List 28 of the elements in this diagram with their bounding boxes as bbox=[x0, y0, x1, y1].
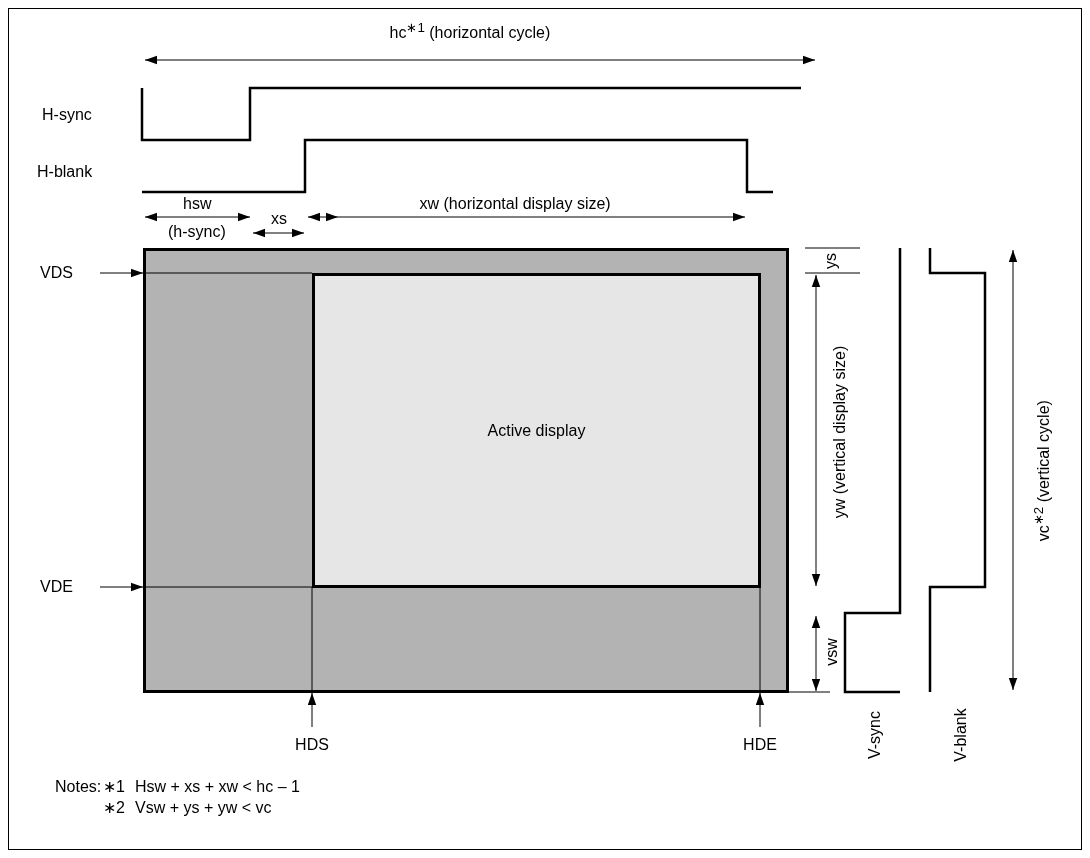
dimension-label: xs bbox=[271, 209, 287, 229]
dimension-label: ys bbox=[821, 253, 840, 269]
dimension-label: vsw bbox=[821, 638, 841, 666]
blanking-area bbox=[143, 248, 789, 693]
dimension-label: hsw bbox=[183, 194, 212, 214]
signal-name: H-sync bbox=[42, 105, 92, 125]
signal-name: V-sync bbox=[865, 711, 884, 759]
leader-arrow bbox=[307, 692, 317, 728]
signal-name: H-blank bbox=[37, 162, 93, 182]
notes-heading: Notes: bbox=[55, 777, 102, 797]
footnote-mark: ∗2 bbox=[103, 798, 125, 818]
dimension-label: (h-sync) bbox=[168, 222, 226, 242]
area-label: Active display bbox=[487, 421, 586, 440]
note-text: Vsw + ys + yw < vc bbox=[135, 798, 272, 818]
note-text: Hsw + xs + xw < hc – 1 bbox=[135, 777, 300, 797]
dimension-label: xw (horizontal display size) bbox=[419, 194, 611, 214]
dimension-label: hc$^{∗1}$ (horizontal cycle) bbox=[389, 18, 551, 43]
signal-name: V-blank bbox=[950, 708, 970, 762]
signal-label: HDE bbox=[735, 735, 785, 755]
leader-arrow bbox=[99, 582, 144, 592]
leader-arrow bbox=[99, 268, 144, 278]
leader-arrow bbox=[755, 692, 765, 728]
signal-label: VDS bbox=[40, 263, 98, 283]
signal-label: VDE bbox=[40, 577, 98, 597]
signal-label: HDS bbox=[287, 735, 337, 755]
active-display-area bbox=[312, 273, 761, 588]
footnote-mark: ∗1 bbox=[103, 777, 125, 797]
dimension-label: yw (vertical display size) bbox=[830, 345, 850, 519]
